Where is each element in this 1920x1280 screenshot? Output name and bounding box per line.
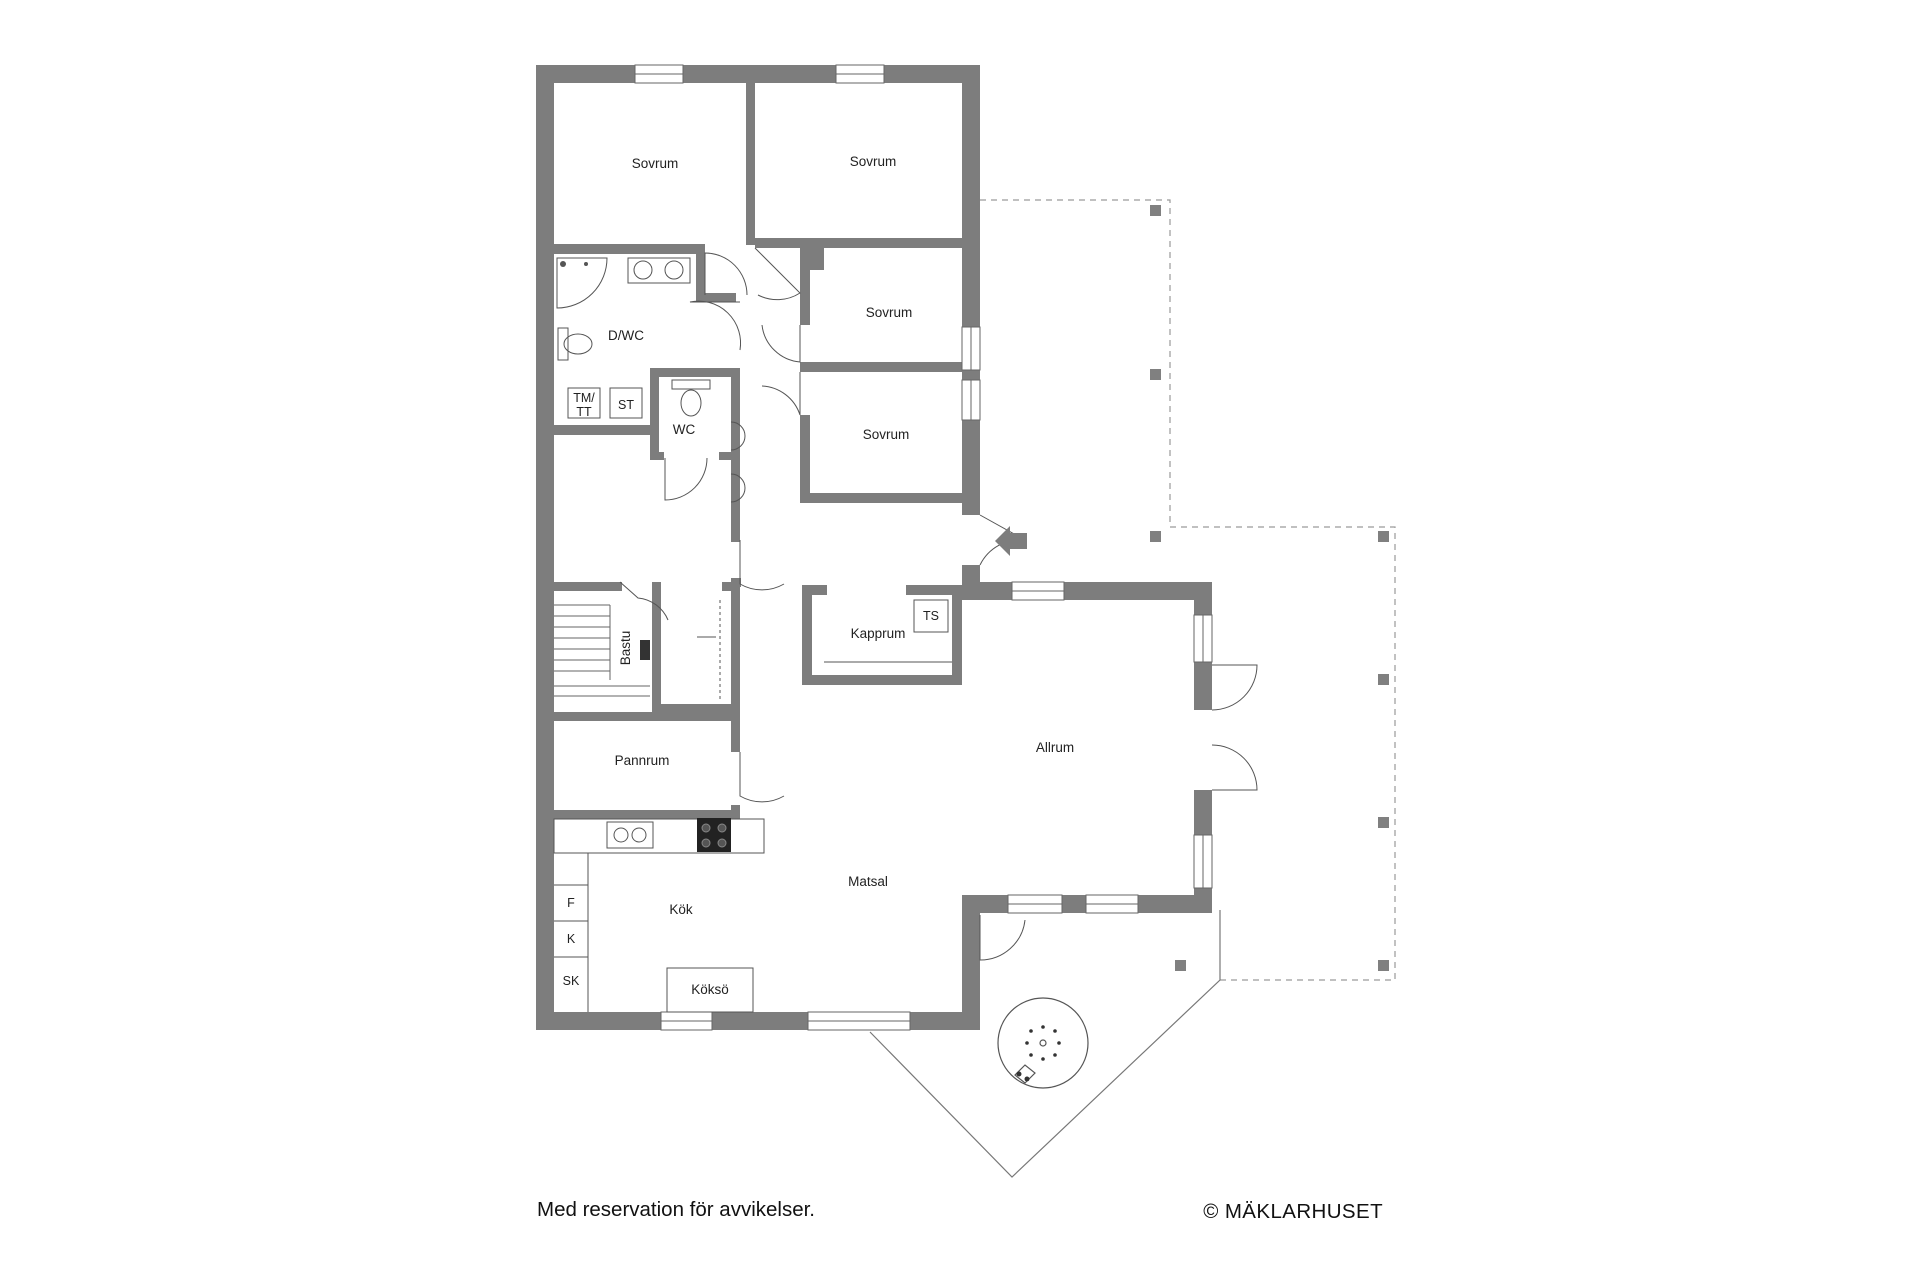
room-label-kapprum: Kapprum xyxy=(851,626,906,641)
deck-outline-upper xyxy=(980,199,1396,981)
room-label-matsal: Matsal xyxy=(848,874,888,889)
fixture-label-ts: TS xyxy=(923,609,939,623)
fixture-label-tm: TM/ xyxy=(573,391,595,405)
room-label-wc: WC xyxy=(673,422,696,437)
sauna-heater-icon xyxy=(640,640,650,660)
fixture-label-tt: TT xyxy=(576,405,592,419)
deck-posts xyxy=(1150,205,1389,971)
hot-tub-icon xyxy=(997,997,1089,1089)
room-label-allrum: Allrum xyxy=(1036,740,1074,755)
entrance-arrow-icon xyxy=(995,526,1027,556)
toilet-icon xyxy=(557,327,593,361)
kitchen-left-counter xyxy=(554,852,589,1012)
kitchen-island xyxy=(666,967,754,1013)
fixture-label-f: F xyxy=(567,896,575,910)
room-label-kok: Kök xyxy=(669,902,693,917)
deck-post xyxy=(1378,960,1389,971)
room-label-dwc: D/WC xyxy=(608,328,644,343)
terrace-outline xyxy=(869,910,1221,1178)
room-label-bastu: Bastu xyxy=(618,631,633,666)
washbasin-icon xyxy=(730,473,746,503)
deck-post xyxy=(1175,960,1186,971)
washer-dryer-box xyxy=(567,387,601,419)
deck-post xyxy=(1150,531,1161,542)
drying-cabinet-box xyxy=(609,387,643,419)
double-sink-icon xyxy=(627,257,691,284)
stove-icon xyxy=(697,818,731,852)
kitchen-counter xyxy=(553,818,765,854)
wc-sink-icon xyxy=(730,421,746,451)
room-label-sovrum-3: Sovrum xyxy=(866,305,913,320)
deck-post xyxy=(1150,369,1161,380)
copyright-text: © MÄKLARHUSET xyxy=(1203,1200,1383,1223)
fixtures xyxy=(553,257,952,1013)
room-label-kokso: Köksö xyxy=(691,982,729,997)
shower-icon xyxy=(556,257,608,309)
deck-post xyxy=(1378,531,1389,542)
deck-post xyxy=(1378,817,1389,828)
disclaimer-text: Med reservation för avvikelser. xyxy=(537,1198,816,1221)
sauna-bench-icon xyxy=(554,604,650,697)
windows xyxy=(634,64,1213,1031)
fixture-label-k: K xyxy=(567,932,576,946)
deck-post xyxy=(1378,674,1389,685)
wc-toilet-icon xyxy=(671,379,711,417)
fixture-label-sk: SK xyxy=(563,974,580,988)
ts-box xyxy=(913,599,949,633)
room-label-sovrum-2: Sovrum xyxy=(850,154,897,169)
kitchen-sink-icon xyxy=(606,821,654,849)
walls xyxy=(536,65,1212,1030)
room-label-pannrum: Pannrum xyxy=(615,753,670,768)
room-label-sovrum-1: Sovrum xyxy=(632,156,679,171)
deck-post xyxy=(1150,205,1161,216)
room-label-sovrum-4: Sovrum xyxy=(863,427,910,442)
fixture-label-st: ST xyxy=(618,398,634,412)
